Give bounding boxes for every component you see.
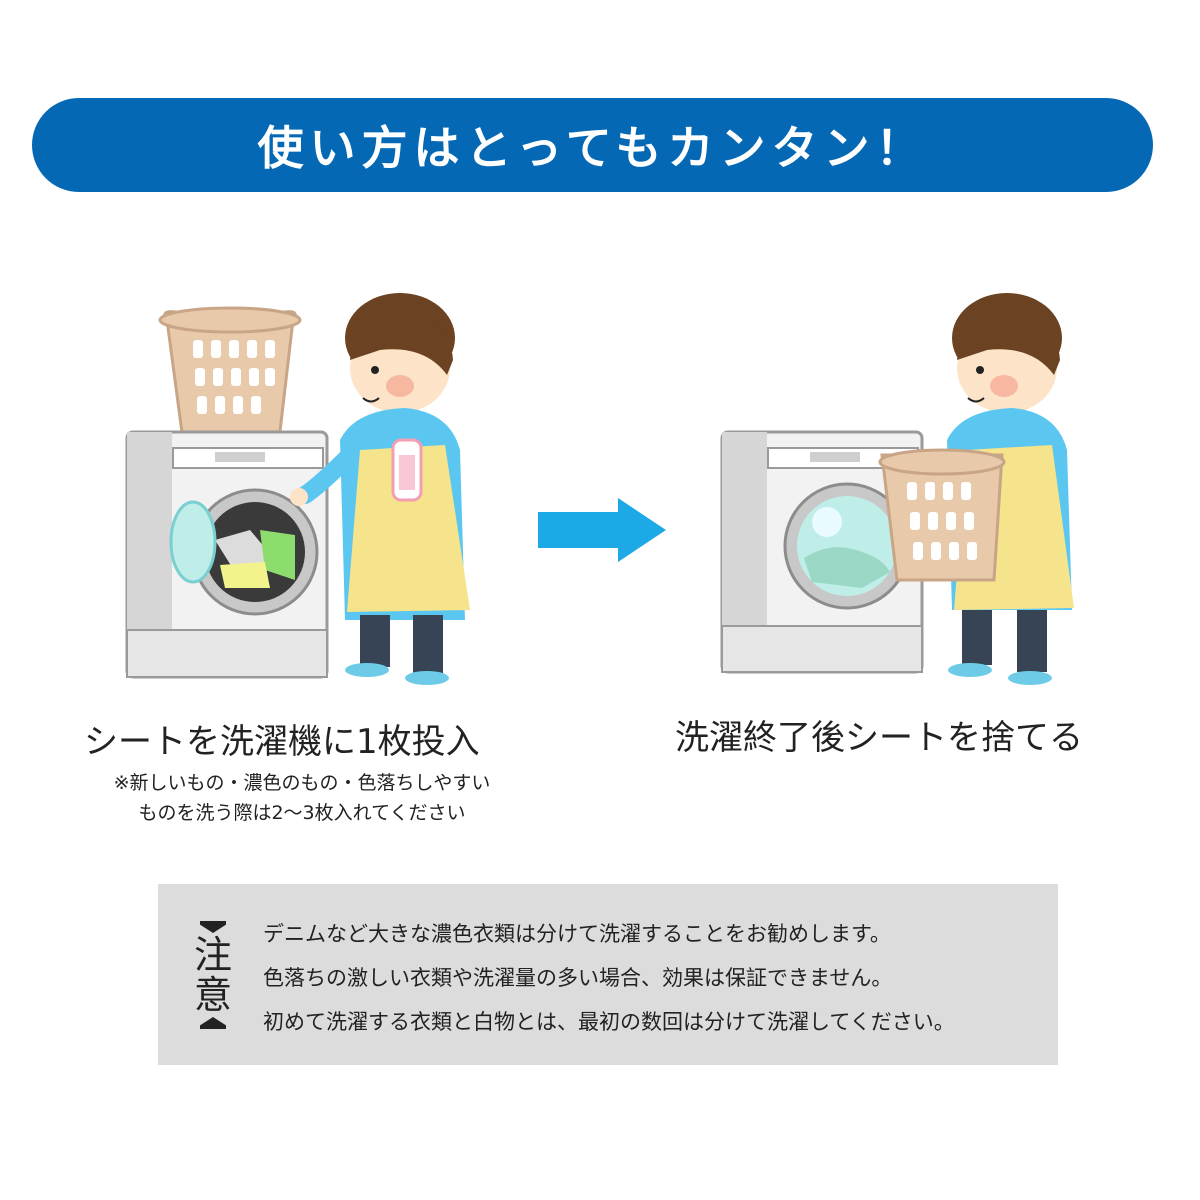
caution-title-char: 意: [193, 973, 232, 1017]
step-2-label: 洗濯終了後シートを捨てる: [675, 718, 1083, 758]
person-icon: [878, 293, 1074, 685]
caution-line: デニムなど大きな濃色衣類は分けて洗濯することをお勧めします。: [263, 922, 891, 946]
washing-machine-icon: [125, 430, 329, 679]
washing-machine-icon: [720, 430, 924, 674]
caution-line: 初めて洗濯する衣類と白物とは、最初の数回は分けて洗濯してください。: [263, 1010, 955, 1034]
illustration-unloading-washer: [712, 290, 1087, 700]
caution-title-char: 注: [193, 933, 232, 977]
caution-lines: デニムなど大きな濃色衣類は分けて洗濯することをお勧めします。 色落ちの激しい衣類…: [263, 912, 955, 1044]
step-1-note-line: ※新しいもの・濃色のもの・色落ちしやすい: [113, 772, 491, 794]
illustration-loading-washer: [115, 290, 485, 700]
caution-title: 注 意: [188, 935, 238, 1015]
title-banner: 使い方はとってもカンタン！: [32, 98, 1153, 192]
laundry-basket-icon: [158, 306, 302, 442]
bracket-top-icon: [200, 921, 226, 933]
step-1-note: ※新しいもの・濃色のもの・色落ちしやすい ものを洗う際は2〜3枚入れてください: [92, 768, 512, 828]
bracket-bottom-icon: [200, 1017, 226, 1029]
caution-tag: 注 意: [188, 921, 238, 1029]
step-1-label: シートを洗濯機に1枚投入: [84, 722, 480, 762]
person-icon: [290, 293, 470, 685]
banner-title: 使い方はとってもカンタン！: [257, 121, 928, 175]
step-1-note-line: ものを洗う際は2〜3枚入れてください: [138, 802, 466, 824]
caution-box: 注 意 デニムなど大きな濃色衣類は分けて洗濯することをお勧めします。 色落ちの激…: [158, 884, 1058, 1065]
arrow-right-icon: [538, 498, 666, 562]
caution-line: 色落ちの激しい衣類や洗濯量の多い場合、効果は保証できません。: [263, 966, 893, 990]
